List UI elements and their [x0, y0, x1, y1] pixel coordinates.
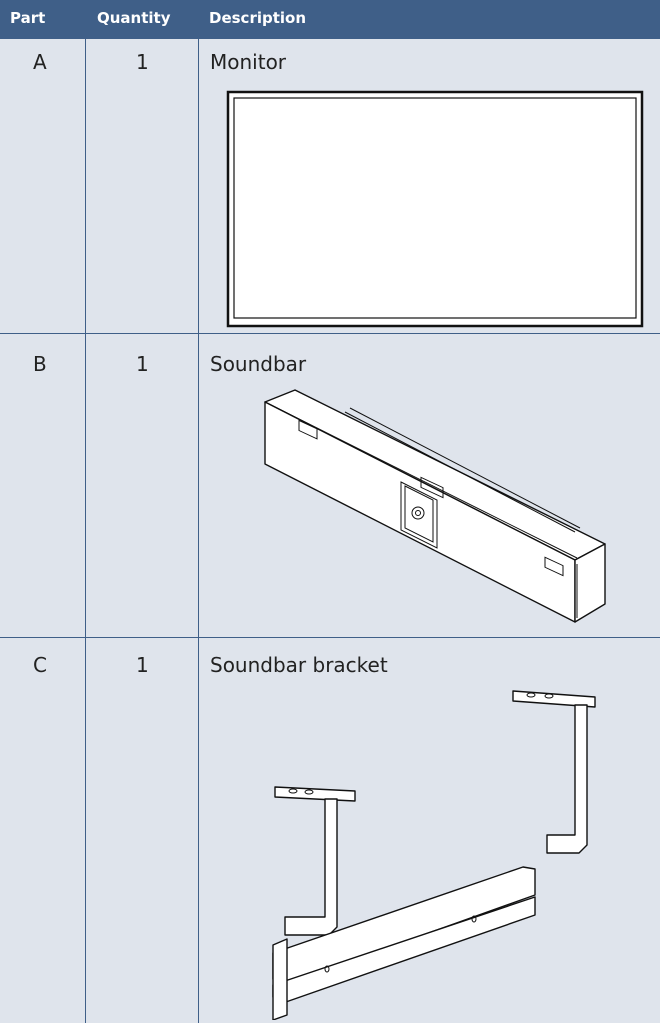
- soundbar-illustration: [264, 389, 606, 623]
- column-divider: [198, 0, 199, 1023]
- quantity-cell: 1: [136, 653, 149, 677]
- quantity-cell: 1: [136, 50, 149, 74]
- table-header: Part Quantity Description: [0, 0, 660, 39]
- row-divider: [0, 637, 660, 638]
- monitor-illustration: [226, 90, 644, 328]
- column-header-description: Description: [209, 9, 307, 27]
- part-cell: B: [33, 352, 47, 376]
- part-cell: C: [33, 653, 47, 677]
- soundbar-bracket-illustration: [272, 690, 596, 1020]
- description-cell: Soundbar: [210, 352, 307, 376]
- row-divider: [0, 333, 660, 334]
- column-header-part: Part: [10, 9, 46, 27]
- column-header-quantity: Quantity: [97, 9, 171, 27]
- description-cell: Monitor: [210, 50, 287, 74]
- part-cell: A: [33, 50, 47, 74]
- description-cell: Soundbar bracket: [210, 653, 388, 677]
- quantity-cell: 1: [136, 352, 149, 376]
- column-divider: [85, 0, 86, 1023]
